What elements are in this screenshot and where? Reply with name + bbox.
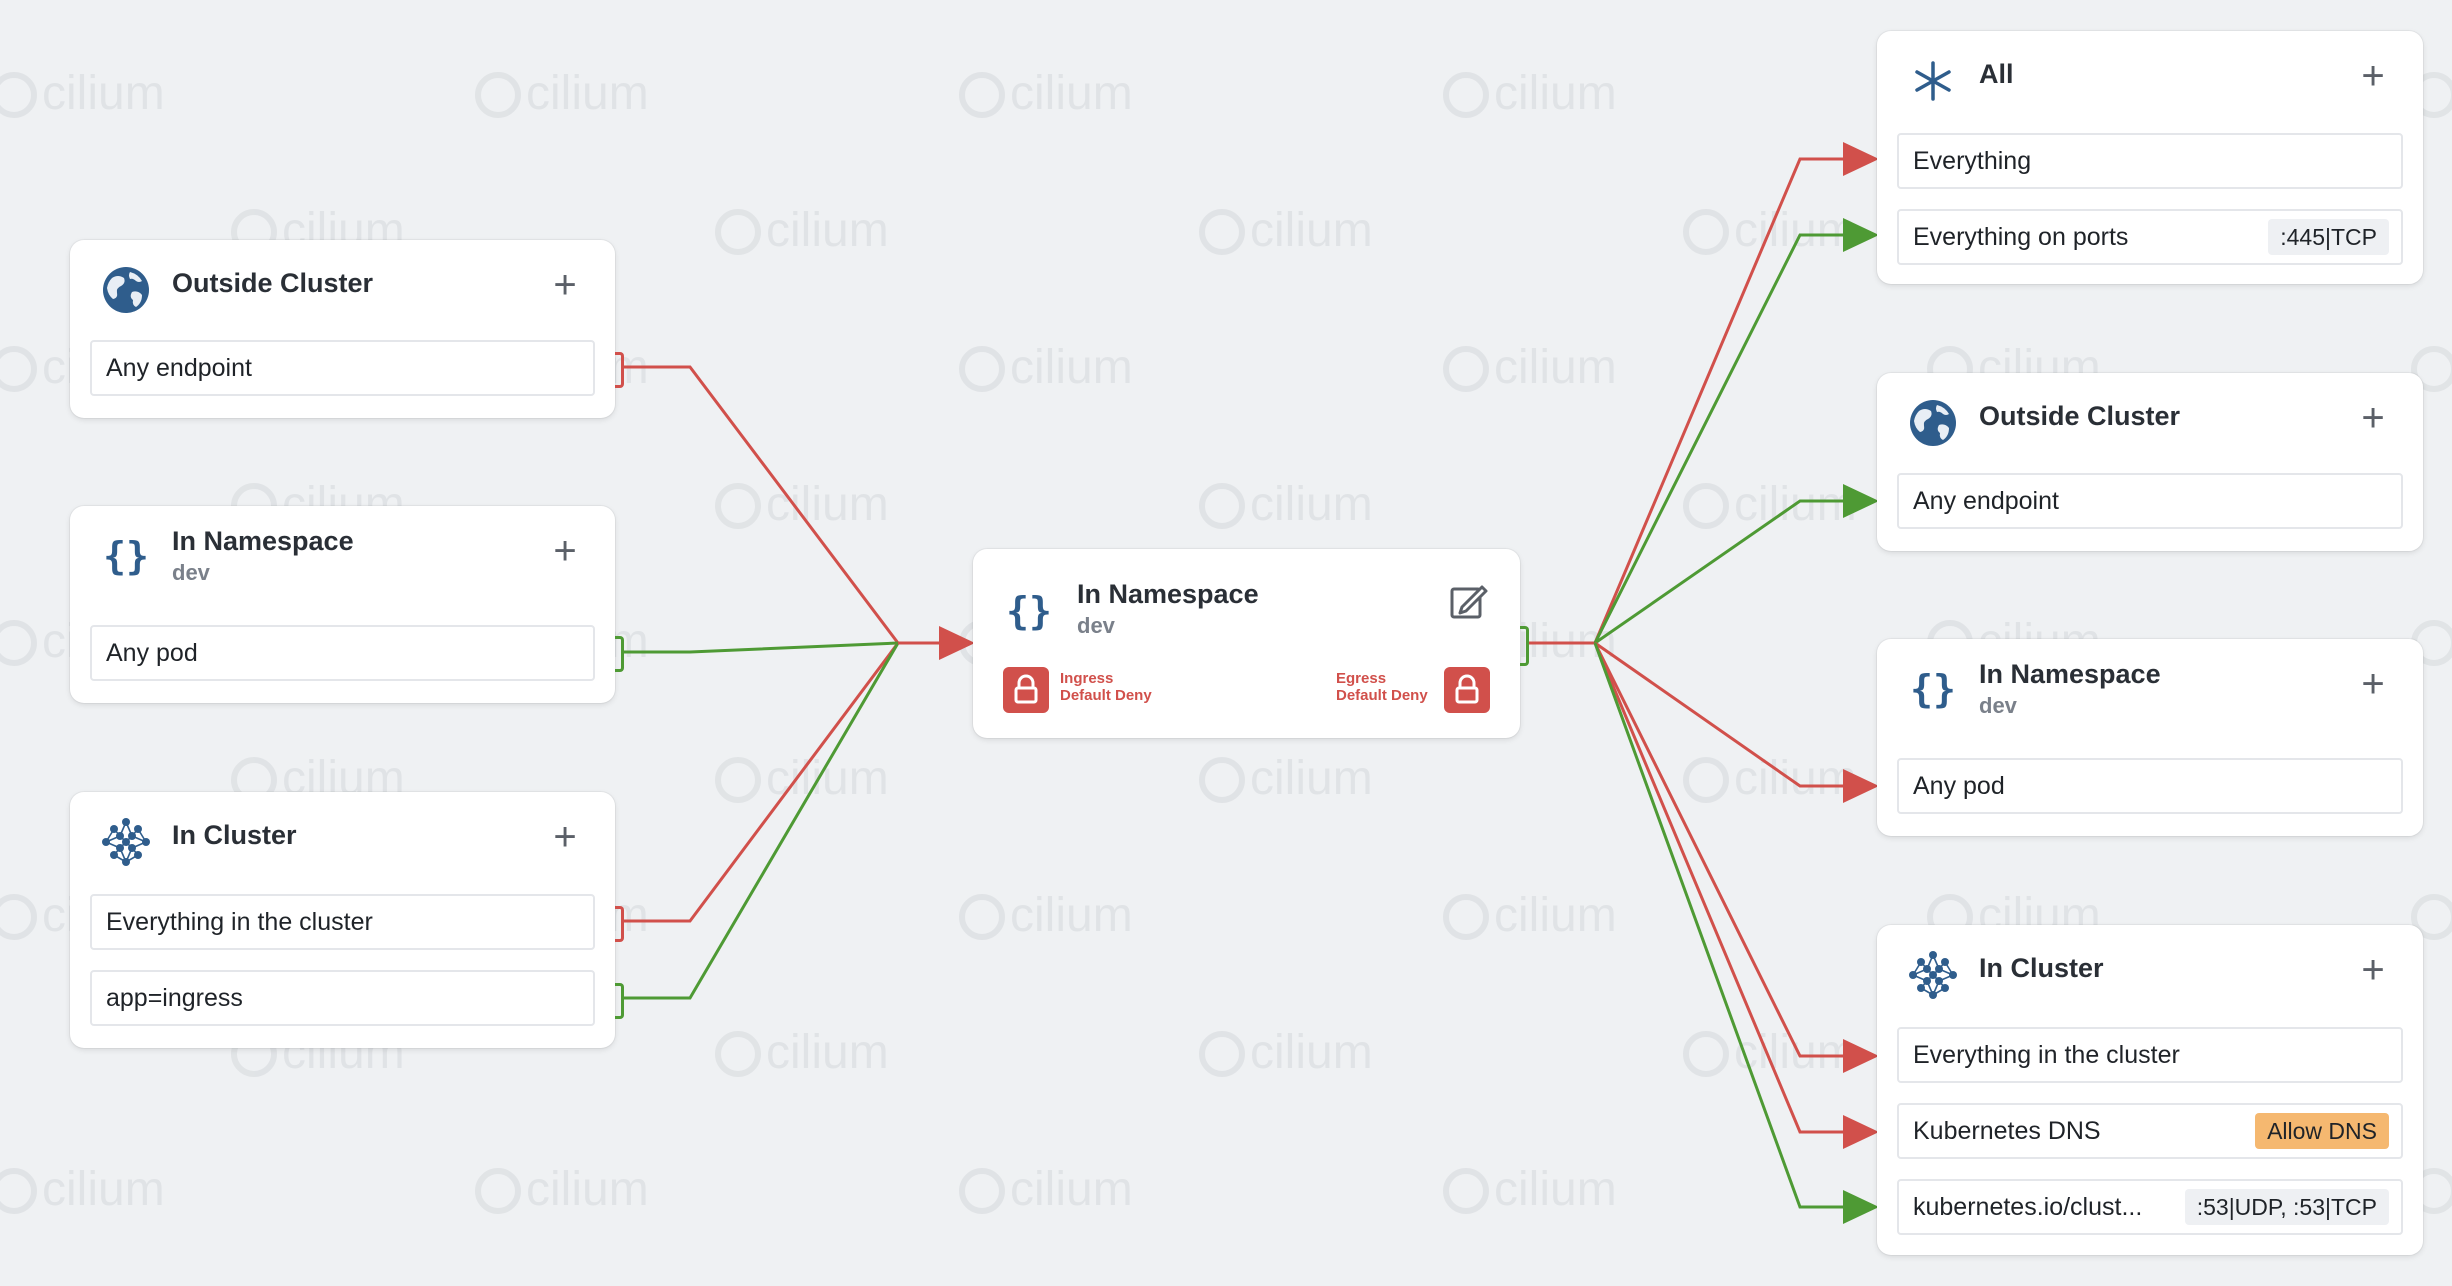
egress-arrow — [1843, 769, 1879, 803]
egress-port — [1520, 626, 1529, 666]
card-title: In Namespace — [172, 526, 354, 556]
egress-edge-deny — [1593, 642, 1845, 1058]
ingress-lock-icon — [1003, 667, 1049, 713]
rule-label: Any endpoint — [1913, 487, 2059, 515]
ingress-edge-allow — [621, 642, 900, 1000]
egress-edge-allow — [1593, 233, 1845, 644]
rule-label: Any endpoint — [106, 354, 252, 382]
egress-arrow — [1843, 1190, 1879, 1224]
card-subtitle: dev — [172, 560, 210, 585]
cluster-icon — [102, 818, 150, 866]
rule-label: Any pod — [106, 639, 198, 667]
ingress-status-line2: Default Deny — [1060, 687, 1152, 704]
ingress-arrow — [939, 626, 975, 660]
globe-icon — [1910, 400, 1956, 446]
globe-icon — [103, 267, 149, 313]
rule-label: Everything — [1913, 147, 2032, 175]
add-rule-button[interactable]: + — [2361, 662, 2385, 706]
rule-label: Any pod — [1913, 772, 2005, 800]
egress-lock-icon — [1444, 667, 1490, 713]
rule-row[interactable]: app=ingress — [90, 970, 595, 1026]
ingress-status-line1: Ingress — [1060, 670, 1114, 687]
rule-row[interactable]: Everything on ports :445|TCP — [1897, 209, 2403, 265]
braces-icon: {} — [103, 534, 149, 578]
rule-row[interactable]: Any endpoint — [1897, 473, 2403, 529]
rule-label: Everything in the cluster — [1913, 1041, 2180, 1069]
ingress-status: Ingress Default Deny — [1060, 670, 1152, 704]
egress-arrow — [1843, 1115, 1879, 1149]
cluster-icon — [1909, 951, 1957, 999]
port-tag: :445|TCP — [2268, 219, 2389, 255]
card-title: In Namespace — [1077, 579, 1259, 609]
add-rule-button[interactable]: + — [553, 263, 577, 307]
braces-icon: {} — [1006, 589, 1052, 633]
rule-label: Kubernetes DNS — [1913, 1117, 2101, 1145]
allow-port — [615, 983, 624, 1019]
egress-arrow — [1843, 484, 1879, 518]
rule-row[interactable]: Everything in the cluster — [90, 894, 595, 950]
card-title: Outside Cluster — [1979, 401, 2181, 431]
egress-edge-allow — [1594, 499, 1845, 645]
card-title: In Namespace — [1979, 659, 2161, 689]
add-rule-button[interactable]: + — [553, 529, 577, 573]
ingress-edge-deny — [621, 642, 900, 923]
ingress-edge-deny — [621, 365, 900, 644]
egress-arrow — [1843, 142, 1879, 176]
svg-text:{}: {} — [1910, 667, 1956, 711]
card-subtitle: dev — [1077, 613, 1115, 638]
rule-row[interactable]: Everything — [1897, 133, 2403, 189]
rule-row[interactable]: Any endpoint — [90, 340, 595, 396]
asterisk-icon — [1915, 61, 1951, 101]
add-rule-button[interactable]: + — [2361, 396, 2385, 440]
port-tag: :53|UDP, :53|TCP — [2184, 1189, 2389, 1225]
rule-label: Everything in the cluster — [106, 908, 373, 936]
allow-port — [615, 636, 624, 672]
selected-endpoint-card: {} In Namespace dev Ingress Default Deny… — [973, 549, 1520, 738]
egress-arrow — [1843, 218, 1879, 252]
deny-port — [615, 352, 624, 388]
card-subtitle: dev — [1979, 693, 2017, 718]
rule-row[interactable]: Any pod — [90, 625, 595, 681]
card-title: Outside Cluster — [172, 268, 374, 298]
rule-label: app=ingress — [106, 984, 243, 1012]
add-rule-button[interactable]: + — [2361, 54, 2385, 98]
ingress-card-in-namespace: {} In Namespace dev + Any pod — [70, 506, 615, 703]
ingress-edge-allow — [621, 641, 899, 654]
egress-card-all: All + Everything Everything on ports :44… — [1877, 31, 2423, 284]
egress-edge-deny — [1593, 157, 1845, 644]
card-title: In Cluster — [1979, 953, 2104, 983]
card-title: In Cluster — [172, 820, 297, 850]
card-title: All — [1979, 59, 2014, 89]
egress-status: Egress Default Deny — [1336, 670, 1428, 704]
rule-row[interactable]: Everything in the cluster — [1897, 1027, 2403, 1083]
egress-status-line1: Egress — [1336, 670, 1387, 687]
edit-icon[interactable] — [1446, 579, 1490, 623]
egress-status-line2: Default Deny — [1336, 687, 1428, 704]
ingress-card-outside-cluster: Outside Cluster + Any endpoint — [70, 240, 615, 418]
egress-card-in-cluster: In Cluster + Everything in the cluster K… — [1877, 925, 2423, 1255]
svg-text:{}: {} — [103, 534, 149, 578]
allow-dns-badge: Allow DNS — [2255, 1113, 2389, 1149]
egress-card-in-namespace: {} In Namespace dev + Any pod — [1877, 639, 2423, 836]
deny-port — [615, 906, 624, 942]
rule-row[interactable]: kubernetes.io/clust... :53|UDP, :53|TCP — [1897, 1179, 2403, 1235]
egress-edge-deny — [1593, 642, 1845, 1134]
rule-row[interactable]: Kubernetes DNS Allow DNS — [1897, 1103, 2403, 1159]
egress-arrow — [1843, 1039, 1879, 1073]
rule-row[interactable]: Any pod — [1897, 758, 2403, 814]
svg-text:{}: {} — [1006, 589, 1052, 633]
egress-card-outside-cluster: Outside Cluster + Any endpoint — [1877, 373, 2423, 551]
rule-label: Everything on ports — [1913, 223, 2129, 251]
egress-edge-allow — [1593, 642, 1845, 1209]
add-rule-button[interactable]: + — [2361, 948, 2385, 992]
add-rule-button[interactable]: + — [553, 815, 577, 859]
braces-icon: {} — [1910, 667, 1956, 711]
egress-edge-deny — [1594, 641, 1845, 788]
ingress-card-in-cluster: In Cluster + Everything in the cluster a… — [70, 792, 615, 1048]
rule-label: kubernetes.io/clust... — [1913, 1193, 2143, 1221]
